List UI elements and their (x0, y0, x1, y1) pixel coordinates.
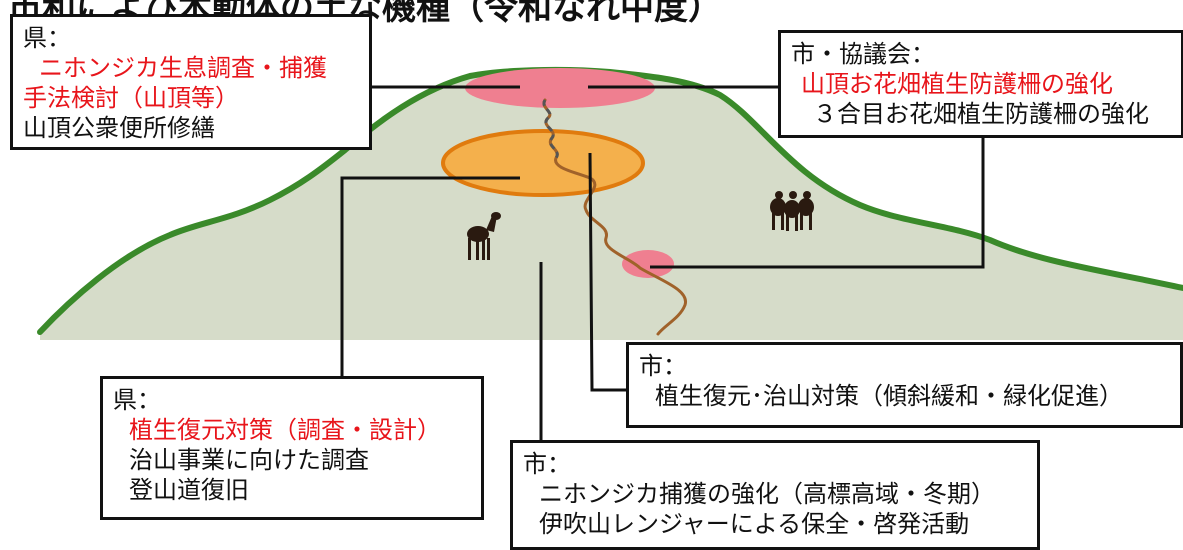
box-line: 治山事業に向けた調査 (129, 446, 369, 474)
box-line: ニホンジカ生息調査・捕獲 (39, 54, 327, 82)
box-line: 植生復元･治山対策（傾斜緩和・緑化促進） (655, 382, 1123, 410)
third-station-flower-field (622, 250, 674, 278)
box-line: ３合目お花畑植生防護柵の強化 (813, 100, 1149, 128)
mountain-body (40, 69, 1183, 341)
box-head: 市・協議会： (791, 40, 935, 68)
box-line: 登山道復旧 (129, 476, 249, 504)
box-line: 植生復元対策（調査・設計） (129, 416, 441, 444)
connector-bottom-left (340, 176, 520, 378)
box-line: ニホンジカ捕獲の強化（高標高域・冬期） (539, 480, 995, 508)
box-head: 市： (523, 450, 571, 478)
deer-group-icon (770, 191, 814, 231)
box-head: 県： (113, 386, 161, 414)
box-city-vegetation: 市： 植生復元･治山対策（傾斜緩和・緑化促進） (626, 342, 1183, 428)
box-line: 手法検討（山頂等） (23, 84, 239, 112)
connector-third-station (650, 130, 985, 269)
deer-single-icon (467, 212, 501, 260)
box-prefecture-bottom: 県： 植生復元対策（調査・設計） 治山事業に向けた調査 登山道復旧 (100, 376, 484, 520)
box-line: 伊吹山レンジャーによる保全・啓発活動 (539, 510, 970, 538)
box-line: 山頂お花畑植生防護柵の強化 (801, 70, 1113, 98)
box-city-capture: 市： ニホンジカ捕獲の強化（高標高域・冬期） 伊吹山レンジャーによる保全・啓発活… (510, 440, 1040, 550)
box-city-council: 市・協議会： 山頂お花畑植生防護柵の強化 ３合目お花畑植生防護柵の強化 (778, 30, 1183, 138)
central-zone (441, 129, 645, 197)
box-head: 県： (23, 24, 71, 52)
connector-lines (340, 85, 985, 445)
box-head: 市： (639, 352, 687, 380)
box-line: 山頂公衆便所修繕 (23, 114, 215, 142)
box-prefecture-top: 県： ニホンジカ生息調査・捕獲 手法検討（山頂等） 山頂公衆便所修繕 (10, 14, 372, 150)
summit-flower-field (465, 68, 655, 108)
trail-dashed-upper (542, 99, 559, 159)
connector-mid-right (588, 152, 630, 392)
